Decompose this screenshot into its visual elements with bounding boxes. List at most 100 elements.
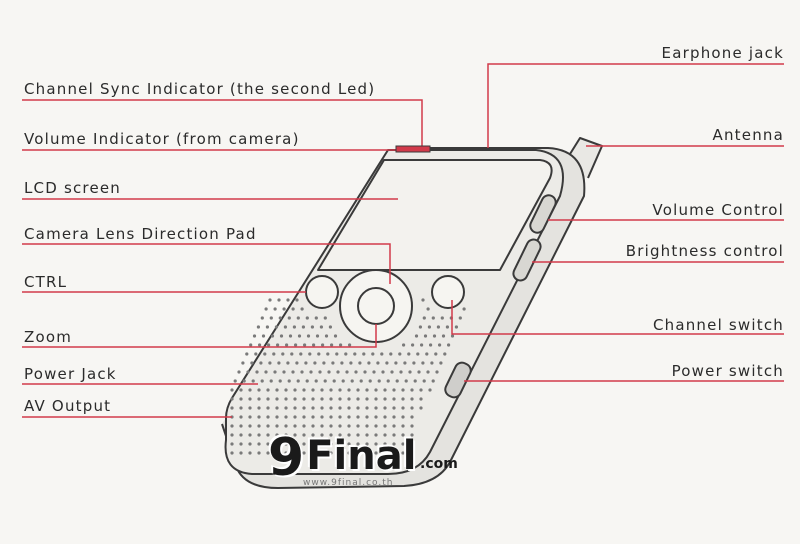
grille-dot bbox=[300, 307, 304, 311]
grille-dot bbox=[358, 361, 362, 365]
grille-dot bbox=[293, 451, 297, 455]
grille-dot bbox=[266, 415, 270, 419]
grille-dot bbox=[270, 334, 275, 338]
grille-dot bbox=[374, 397, 378, 401]
grille-dot bbox=[248, 433, 252, 437]
grille-dot bbox=[349, 361, 353, 365]
grille-dot bbox=[318, 370, 322, 374]
grille-dot bbox=[275, 397, 279, 401]
grille-dot bbox=[302, 442, 306, 446]
channel-button[interactable] bbox=[431, 275, 465, 309]
grille-dot bbox=[284, 433, 288, 437]
logo-suffix: .com bbox=[420, 456, 458, 472]
grille-dot bbox=[257, 433, 261, 437]
label-volume-indicator: Volume Indicator (from camera) bbox=[24, 130, 300, 148]
grille-dot bbox=[302, 415, 306, 419]
grille-dot bbox=[254, 352, 258, 356]
grille-dot bbox=[401, 424, 405, 428]
grille-dot bbox=[344, 352, 348, 356]
grille-dot bbox=[356, 433, 360, 437]
grille-dot bbox=[305, 379, 309, 383]
grille-dot bbox=[311, 433, 315, 437]
grille-dot bbox=[320, 433, 324, 437]
grille-dot bbox=[273, 370, 277, 374]
grille-dot bbox=[401, 406, 405, 410]
grille-dot bbox=[296, 316, 300, 320]
grille-dot bbox=[429, 343, 433, 347]
grille-dot bbox=[333, 334, 338, 338]
grille-dot bbox=[450, 334, 455, 338]
grille-dot bbox=[426, 307, 430, 311]
grille-dot bbox=[248, 424, 252, 428]
grille-dot bbox=[257, 406, 261, 410]
grille-dot bbox=[383, 451, 387, 455]
grille-dot bbox=[380, 352, 384, 356]
grille-dot bbox=[417, 370, 421, 374]
grille-dot bbox=[242, 379, 246, 383]
grille-dot bbox=[288, 334, 293, 338]
ctrl-button[interactable] bbox=[305, 275, 339, 309]
grille-dot bbox=[347, 442, 351, 446]
grille-dot bbox=[392, 424, 396, 428]
grille-dot bbox=[306, 334, 311, 338]
grille-dot bbox=[408, 370, 412, 374]
grille-dot bbox=[383, 424, 387, 428]
grille-dot bbox=[285, 343, 289, 347]
grille-dot bbox=[230, 433, 234, 437]
grille-dot bbox=[401, 415, 405, 419]
grille-dot bbox=[319, 325, 323, 329]
grille-dot bbox=[263, 352, 267, 356]
grille-dot bbox=[320, 415, 324, 419]
grille-dot bbox=[410, 433, 414, 437]
grille-dot bbox=[425, 352, 429, 356]
grille-dot bbox=[266, 433, 270, 437]
grille-dot bbox=[356, 406, 360, 410]
led-indicators bbox=[395, 145, 431, 153]
grille-dot bbox=[272, 352, 276, 356]
leader-direction-pad bbox=[22, 243, 391, 284]
grille-dot bbox=[293, 388, 297, 392]
grille-dot bbox=[445, 325, 449, 329]
grille-dot bbox=[394, 361, 398, 365]
grille-dot bbox=[338, 451, 342, 455]
grille-dot bbox=[257, 415, 261, 419]
grille-dot bbox=[340, 361, 344, 365]
grille-dot bbox=[368, 379, 372, 383]
grille-dot bbox=[348, 343, 352, 347]
grille-dot bbox=[239, 388, 243, 392]
grille-dot bbox=[439, 361, 443, 365]
grille-dot bbox=[392, 397, 396, 401]
grille-dot bbox=[284, 388, 288, 392]
grille-dot bbox=[440, 316, 444, 320]
grille-dot bbox=[293, 433, 297, 437]
grille-dot bbox=[282, 370, 286, 374]
grille-dot bbox=[422, 316, 426, 320]
grille-dot bbox=[239, 451, 243, 455]
grille-dot bbox=[410, 388, 414, 392]
grille-dot bbox=[320, 442, 324, 446]
brand-logo: 9Final bbox=[268, 428, 416, 488]
grille-dot bbox=[336, 370, 340, 374]
grille-dot bbox=[383, 433, 387, 437]
grille-dot bbox=[447, 343, 451, 347]
grille-dot bbox=[295, 361, 299, 365]
grille-dot bbox=[292, 325, 296, 329]
grille-dot bbox=[371, 352, 375, 356]
grille-dot bbox=[275, 406, 279, 410]
zoom-button[interactable] bbox=[357, 287, 395, 325]
grille-dot bbox=[427, 325, 431, 329]
grille-dot bbox=[419, 388, 423, 392]
grille-dot bbox=[293, 415, 297, 419]
grille-dot bbox=[365, 424, 369, 428]
grille-dot bbox=[302, 397, 306, 401]
grille-dot bbox=[347, 415, 351, 419]
grille-dot bbox=[277, 298, 281, 302]
grille-dot bbox=[385, 361, 389, 365]
grille-dot bbox=[329, 415, 333, 419]
grille-dot bbox=[275, 424, 279, 428]
grille-dot bbox=[441, 334, 446, 338]
label-ctrl: CTRL bbox=[24, 273, 68, 291]
grille-dot bbox=[362, 352, 366, 356]
grille-dot bbox=[431, 316, 435, 320]
grille-dot bbox=[312, 343, 316, 347]
